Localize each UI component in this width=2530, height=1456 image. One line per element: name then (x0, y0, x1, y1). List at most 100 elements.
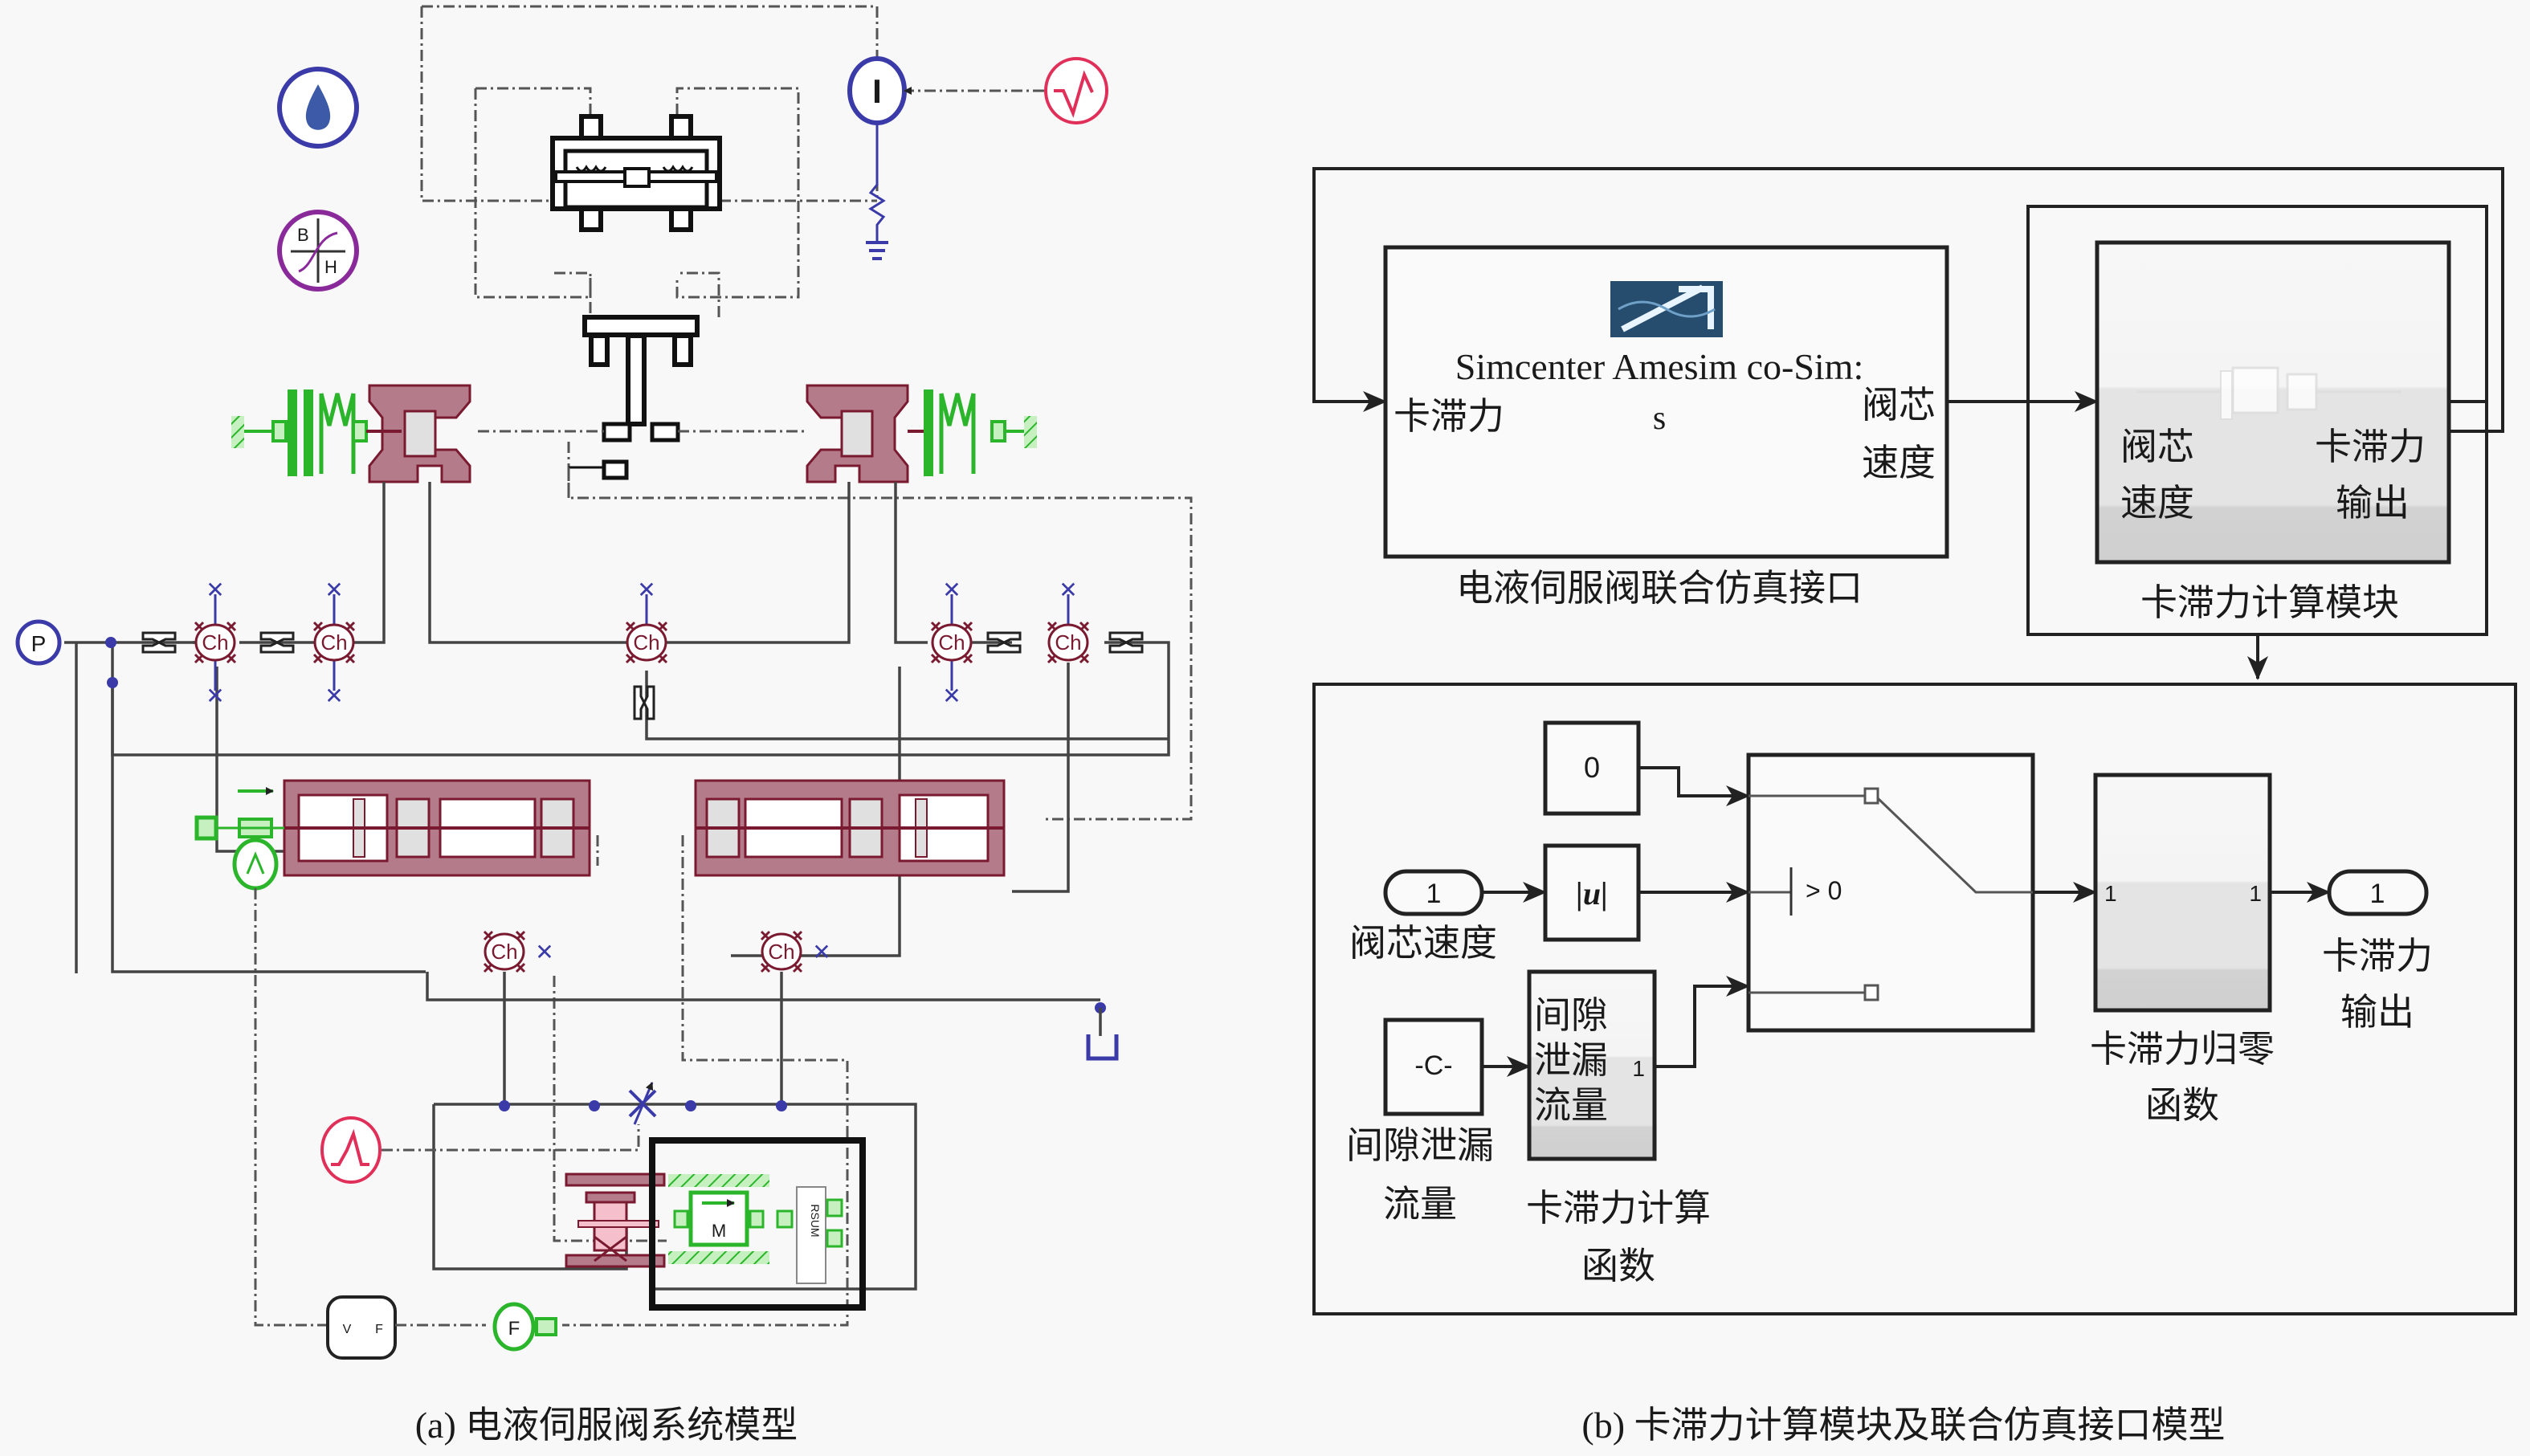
spool-displacement-sensor[interactable] (194, 787, 284, 891)
orifice[interactable] (259, 631, 295, 654)
const-c-caption-1: 间隙泄漏 (1346, 1125, 1494, 1166)
ramp-signal-source[interactable] (320, 1116, 382, 1184)
outport-force-output[interactable]: 1 (2327, 869, 2429, 916)
plug-icon: ✕ (942, 577, 961, 603)
switch-block[interactable]: > 0 (1746, 752, 2035, 1033)
caption-b: (b) 卡滞力计算模块及联合仿真接口模型 (1581, 1405, 2225, 1446)
chamber-label: Ch (633, 630, 659, 655)
signal-line (1638, 766, 1750, 806)
vf-f-label: F (375, 1323, 383, 1336)
chamber-label: Ch (1055, 630, 1081, 655)
cosim-out-port-label-1: 阀芯 (1862, 385, 1936, 426)
hydraulic-line (503, 972, 783, 1104)
coil-line (868, 123, 886, 241)
magnetic-bh-curve-icon[interactable]: B H (277, 210, 359, 292)
hydraulic-line (434, 1103, 917, 1291)
left-spring-mass[interactable] (231, 389, 402, 476)
hydraulic-chamber[interactable]: ✕✕Ch (194, 577, 237, 709)
chamber-label: Ch (938, 630, 965, 655)
abs-block[interactable]: |u| (1543, 843, 1641, 942)
fluid-properties-icon[interactable] (277, 67, 359, 149)
orifice[interactable] (986, 631, 1022, 654)
pressure-source[interactable]: P (15, 619, 62, 666)
torque-motor[interactable] (550, 114, 722, 232)
signal-line (567, 442, 1193, 821)
signal-line-feedback (1312, 167, 2504, 433)
mass-block[interactable]: M (668, 1174, 794, 1264)
vf-v-label: V (343, 1323, 352, 1336)
h-label: H (324, 257, 337, 277)
hydraulic-chamber[interactable]: ✕✕Ch (930, 577, 973, 709)
hydraulic-chamber[interactable]: ✕✕Ch (312, 577, 356, 709)
constant-zero-value: 0 (1584, 751, 1600, 784)
subsystem-in-label-1: 阀芯 (2120, 426, 2194, 467)
hydraulic-chamber[interactable]: ✕Ch (625, 577, 668, 664)
gap-fn-caption-1: 卡滞力计算 (1526, 1188, 1711, 1229)
orifice[interactable] (1108, 631, 1144, 654)
signal-line (553, 976, 667, 1242)
gap-fn-caption-2: 函数 (1581, 1246, 1655, 1287)
signal-line (420, 6, 554, 202)
hydraulic-line (428, 482, 626, 644)
gap-fn-label-1: 间隙 (1534, 995, 1608, 1036)
chamber-label: Ch (320, 630, 347, 655)
subsystem-out-label-1: 卡滞力 (2315, 426, 2426, 467)
junction-node (105, 637, 116, 648)
force-source[interactable]: F (492, 1302, 557, 1352)
cosim-caption: 电液伺服阀联合仿真接口 (1456, 568, 1863, 609)
chamber-label: Ch (202, 630, 228, 655)
velocity-to-force-converter[interactable]: V F (326, 1295, 397, 1360)
junction-node (776, 1100, 787, 1111)
right-spring-mass[interactable] (908, 389, 1037, 476)
plug-icon: ✕ (1059, 577, 1077, 603)
spool-valve-right[interactable] (694, 779, 1006, 877)
zero-fn-in-port: 1 (2104, 881, 2117, 906)
cosim-out-port-label-2: 速度 (1862, 443, 1936, 483)
force-calc-subsystem-block[interactable]: 阀芯 速度 卡滞力 输出 (2095, 240, 2451, 565)
hydraulic-chamber[interactable]: ✕ Ch (1047, 577, 1090, 664)
spool-valve-left[interactable] (283, 779, 591, 877)
constant-gap-leakage-block[interactable]: -C- (1383, 1018, 1484, 1116)
inport-valve-velocity[interactable]: 1 (1383, 869, 1484, 916)
electrical-ground-icon (866, 241, 888, 260)
outport-number: 1 (2370, 879, 2385, 909)
simulink-model: Simcenter Amesim co-Sim: 卡滞力 s 阀芯 速度 电液伺… (1312, 167, 2517, 1315)
hydraulic-line (667, 482, 851, 644)
hydraulic-line (645, 671, 1169, 740)
junction-node (107, 677, 118, 688)
amesim-cosim-block[interactable]: Simcenter Amesim co-Sim: 卡滞力 s 阀芯 速度 (1383, 245, 1949, 559)
signal-line (675, 87, 800, 299)
inport-number: 1 (1426, 879, 1442, 909)
current-label: I (872, 72, 882, 110)
current-source[interactable]: I (847, 56, 907, 125)
amesim-system-model: B H I (15, 5, 1193, 1360)
signal-line (254, 888, 328, 1327)
force-calc-function-block[interactable]: 间隙 泄漏 流量 1 (1527, 969, 1657, 1161)
sine-signal-source[interactable] (1044, 57, 1108, 124)
plug-icon: ✕ (324, 577, 343, 603)
hydraulic-chamber[interactable]: Ch (483, 930, 526, 973)
rsum-block[interactable]: RSUM (796, 1186, 843, 1284)
flapper-nozzle[interactable] (567, 315, 700, 498)
cosim-in-port-label: 卡滞力 (1394, 396, 1504, 437)
variable-orifice[interactable] (628, 1082, 657, 1125)
orifice[interactable] (633, 685, 655, 720)
right-nozzle-chamber[interactable] (806, 384, 909, 483)
const-c-caption-2: 流量 (1383, 1184, 1457, 1225)
orifice[interactable] (141, 631, 177, 654)
cosim-center-label: s (1653, 400, 1666, 437)
spool-friction-mass[interactable] (565, 1173, 666, 1268)
chamber-label: Ch (491, 940, 517, 964)
left-nozzle-chamber[interactable] (368, 384, 471, 483)
subsystem-in-label-2: 速度 (2120, 483, 2194, 524)
junction-node (685, 1100, 696, 1111)
constant-zero-block[interactable]: 0 (1543, 720, 1641, 816)
caption-a: (a) 电液伺服阀系统模型 (415, 1405, 798, 1446)
mass-label: M (712, 1221, 726, 1241)
chamber-label: Ch (768, 940, 794, 964)
force-zeroing-function-block[interactable]: 1 1 (2093, 773, 2272, 1013)
hydraulic-chamber[interactable]: Ch (760, 930, 803, 973)
rsum-label: RSUM (809, 1204, 822, 1237)
b-label: B (297, 225, 309, 245)
